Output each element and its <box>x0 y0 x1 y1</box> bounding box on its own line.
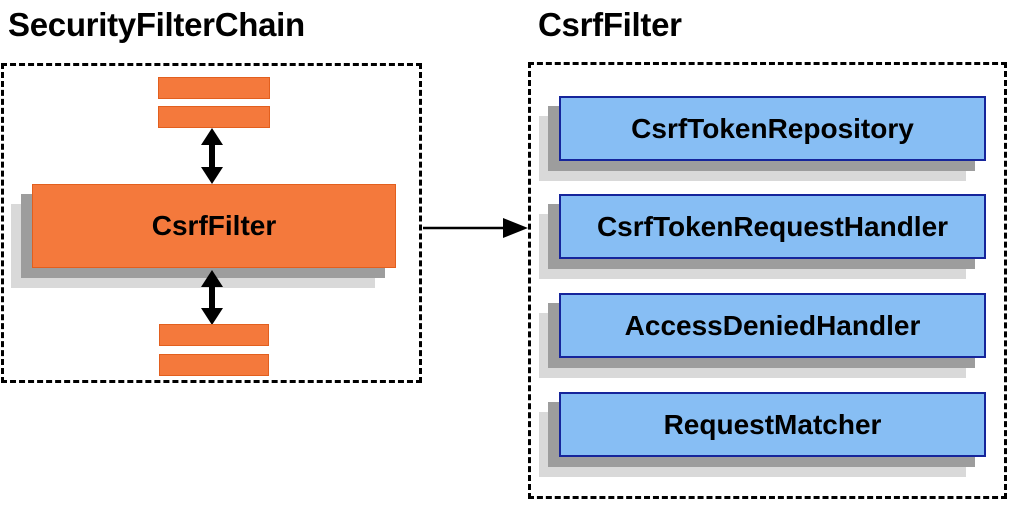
filter-bar <box>159 324 269 346</box>
csrf-filter-box-label: CsrfFilter <box>151 210 277 241</box>
csrf-filter-title: CsrfFilter <box>538 6 682 43</box>
right-arrow-icon <box>423 217 528 239</box>
component-label: RequestMatcher <box>663 408 882 440</box>
security-filter-chain-title: SecurityFilterChain <box>8 6 305 43</box>
filter-bar <box>159 354 269 376</box>
access-denied-handler-box: AccessDeniedHandler <box>559 293 986 358</box>
csrf-filter-panel: CsrfTokenRepository CsrfTokenRequestHand… <box>528 62 1007 499</box>
component-label: AccessDeniedHandler <box>624 309 921 341</box>
csrf-token-repository-box: CsrfTokenRepository <box>559 96 986 161</box>
up-down-arrow-icon <box>200 270 224 325</box>
request-matcher-box: RequestMatcher <box>559 392 986 457</box>
csrf-token-request-handler-box: CsrfTokenRequestHandler <box>559 194 986 259</box>
filter-bar <box>158 106 270 128</box>
filter-bar <box>158 77 270 99</box>
component-label: CsrfTokenRepository <box>631 112 914 144</box>
up-down-arrow-icon <box>200 128 224 184</box>
csrf-filter-box: CsrfFilter <box>32 184 396 268</box>
component-label: CsrfTokenRequestHandler <box>596 210 949 242</box>
security-filter-chain-panel: CsrfFilter <box>1 63 422 383</box>
